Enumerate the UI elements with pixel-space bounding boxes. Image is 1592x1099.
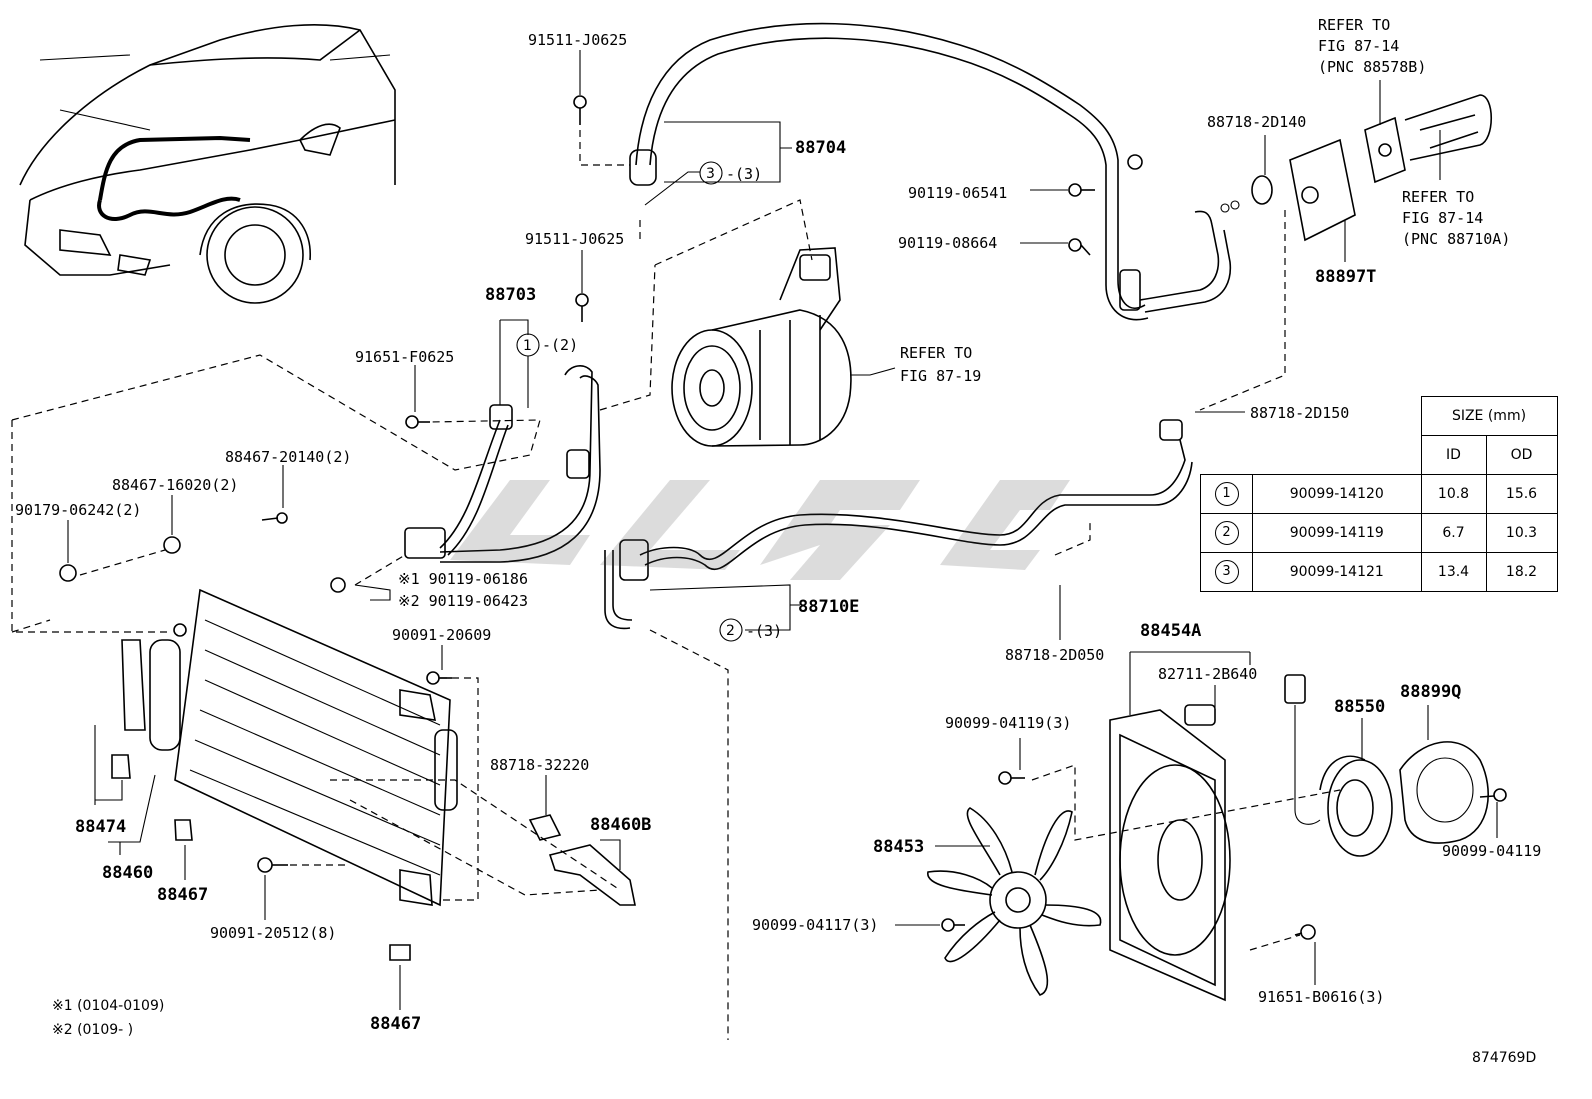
label-90119-08664: 90119-08664 [898,234,997,252]
diagram-id: 874769D [1472,1050,1536,1066]
callout-circle-1: 1 [516,333,540,357]
label-88460: 88460 [102,863,153,883]
row-part-number: 90099-14120 [1252,474,1422,514]
label-refer-14a-line3: (PNC 88578B) [1318,58,1426,76]
label-82711-2b640: 82711-2B640 [1158,665,1257,683]
row-od: 10.3 [1485,513,1558,553]
size-table-col-od: OD [1485,435,1558,475]
label-91511-j0625-top: 91511-J0625 [528,31,627,49]
callout-circle-2: 2 [719,618,743,642]
row-id: 10.8 [1420,474,1487,514]
label-88704: 88704 [795,138,846,158]
label-88474: 88474 [75,817,126,837]
motor-bracket-88899q [1399,741,1489,844]
label-91511-j0625-mid: 91511-J0625 [525,230,624,248]
callout-circle-3: 3 [699,161,723,185]
table-row: 1 90099-14120 10.8 15.6 [1200,474,1558,514]
label-refer-14b-line1: REFER TO [1402,188,1474,206]
label-88460b: 88460B [590,815,651,835]
bolt-hardware [59,95,1507,940]
label-88454a: 88454A [1140,621,1201,641]
compressor [671,247,852,447]
label-88718-2d050: 88718-2D050 [1005,646,1104,664]
receiver-plate-88897t [1220,94,1492,242]
discharge-hose-88704 [629,22,1232,321]
label-90119-06186: ※1 90119-06186 [398,570,528,588]
liquid-tube-88710e [604,419,1193,630]
label-90091-20609: 90091-20609 [392,626,491,644]
label-88899q: 88899Q [1400,682,1461,702]
label-90091-20512: 90091-20512(8) [210,924,336,942]
bracket-88460b [528,814,636,906]
label-90099-04117: 90099-04117(3) [752,916,878,934]
label-88718-32220: 88718-32220 [490,756,589,774]
label-88453: 88453 [873,837,924,857]
fan-88453 [927,807,1102,996]
label-refer-14a-line1: REFER TO [1318,16,1390,34]
label-qty-3b: -(3) [746,622,782,640]
label-88467-a: 88467 [157,885,208,905]
row-od: 15.6 [1485,474,1558,514]
label-qty-3a: -(3) [726,165,762,183]
label-qty-2: -(2) [542,336,578,354]
label-90179-06242: 90179-06242(2) [15,501,141,519]
note-2: ※2 (0109- ) [52,1022,133,1038]
label-88467-16020: 88467-16020(2) [112,476,238,494]
row-number: 3 [1214,560,1239,584]
label-90119-06423: ※2 90119-06423 [398,592,528,610]
label-90119-06541: 90119-06541 [908,184,1007,202]
car-outline-thumbnail [19,24,396,304]
label-refer-87-19-line1: REFER TO [900,344,972,362]
size-table-col-id: ID [1420,435,1487,475]
row-number: 2 [1214,521,1239,545]
label-88467-b: 88467 [370,1014,421,1034]
label-refer-14b-line2: FIG 87-14 [1402,209,1483,227]
label-91651-b0616: 91651-B0616(3) [1258,988,1384,1006]
label-refer-87-19-line2: FIG 87-19 [900,367,981,385]
condenser-88460 [111,588,458,961]
label-refer-14a-line2: FIG 87-14 [1318,37,1399,55]
row-od: 18.2 [1485,552,1558,592]
label-88703: 88703 [485,285,536,305]
label-91651-f0625: 91651-F0625 [355,348,454,366]
note-1: ※1 (0104-0109) [52,998,164,1014]
fan-motor-88550 [1284,674,1393,857]
suction-hose-88703 [404,365,601,563]
label-88897t: 88897T [1315,267,1376,287]
row-number: 1 [1214,482,1239,506]
label-refer-14b-line3: (PNC 88710A) [1402,230,1510,248]
callout-1-text: 1 [523,338,532,354]
callout-2-text: 2 [726,623,735,639]
label-88710e: 88710E [798,597,859,617]
phantom-lines [11,130,1341,1040]
hose-size-table: SIZE (mm) ID OD 1 90099-14120 10.8 15.6 … [1200,396,1558,592]
label-90099-04119-3: 90099-04119(3) [945,714,1071,732]
leader-lines [67,50,1498,1010]
row-part-number: 90099-14121 [1252,552,1422,592]
label-88718-2d140: 88718-2D140 [1207,113,1306,131]
row-part-number: 90099-14119 [1252,513,1422,553]
fan-shroud-88454a [1109,704,1231,1002]
label-88718-2d150: 88718-2D150 [1250,404,1349,422]
size-table-header: SIZE (mm) [1420,396,1558,436]
row-id: 6.7 [1420,513,1487,553]
label-88550: 88550 [1334,697,1385,717]
table-row: 2 90099-14119 6.7 10.3 [1200,513,1558,553]
watermark-logo [450,480,1070,580]
label-88467-20140: 88467-20140(2) [225,448,351,466]
table-row: 3 90099-14121 13.4 18.2 [1200,552,1558,592]
row-id: 13.4 [1420,552,1487,592]
callout-3-text: 3 [706,166,715,182]
label-90099-04119: 90099-04119 [1442,842,1541,860]
